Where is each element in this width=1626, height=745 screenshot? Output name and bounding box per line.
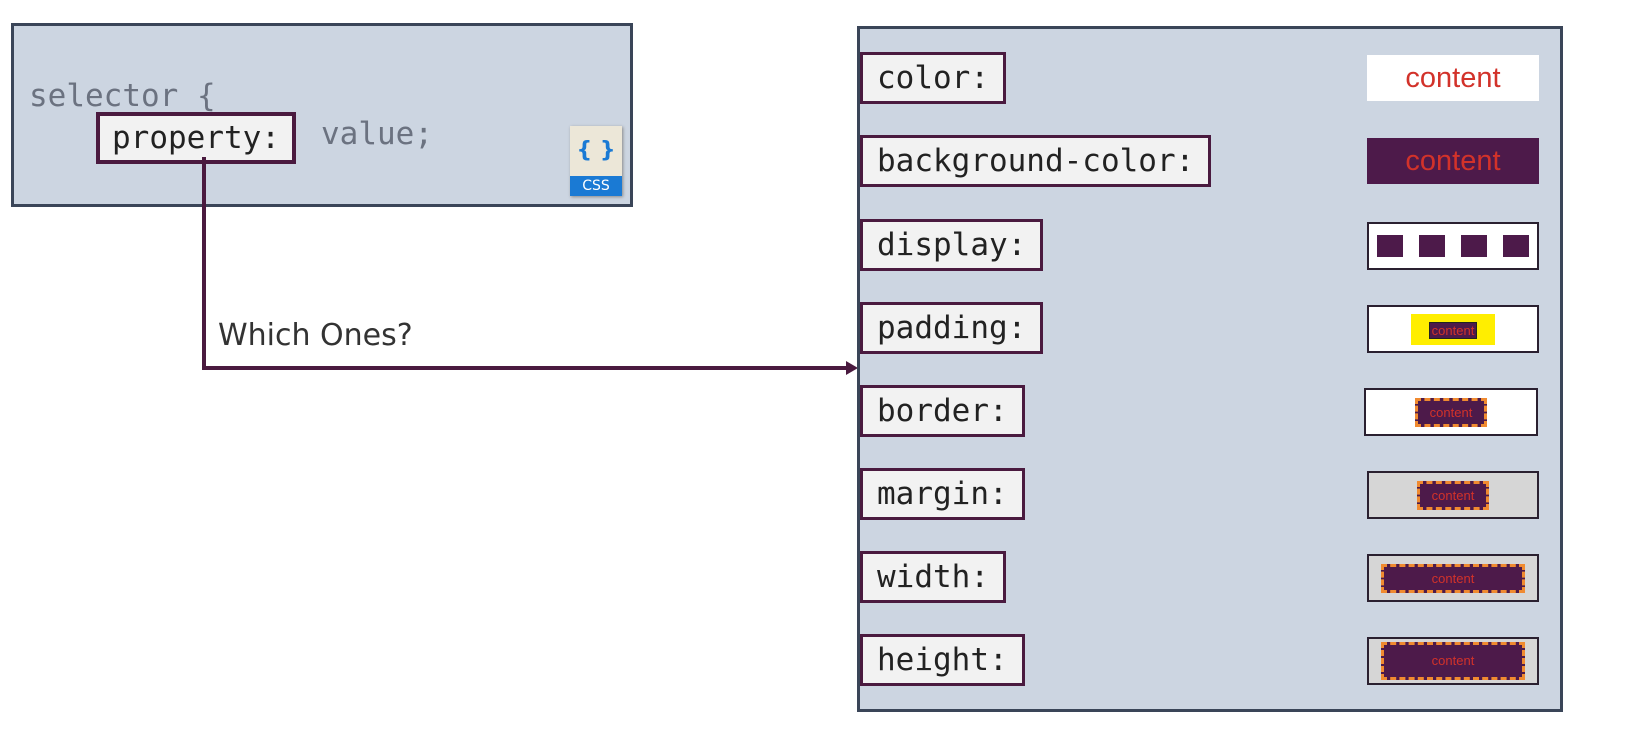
- demo-display: [1367, 222, 1539, 270]
- property-display: display:: [860, 219, 1044, 271]
- demo-text: content: [1416, 480, 1490, 510]
- padding-area: content: [1410, 313, 1496, 345]
- demo-margin: content: [1367, 471, 1539, 519]
- css-file-icon: { } CSS: [570, 126, 622, 196]
- demo-text: content: [1405, 144, 1501, 177]
- css-syntax-box: selector { property: value; { } CSS: [11, 23, 633, 207]
- connector-label: Which Ones?: [218, 318, 413, 353]
- demo-width: content: [1367, 554, 1539, 602]
- demo-text: content: [1405, 61, 1501, 94]
- demo-text: content: [1381, 642, 1525, 680]
- css-icon-label: CSS: [570, 176, 622, 196]
- connector-horizontal: [202, 366, 848, 370]
- demo-height: content: [1367, 637, 1539, 685]
- block-icon: [1377, 235, 1403, 257]
- demo-text: content: [1428, 321, 1478, 339]
- demo-text: content: [1381, 563, 1525, 593]
- demo-border: content: [1364, 388, 1538, 436]
- block-icon: [1461, 235, 1487, 257]
- demo-text: content: [1414, 397, 1488, 427]
- connector-vertical: [202, 157, 206, 370]
- block-icon: [1419, 235, 1445, 257]
- arrow-head-icon: [846, 361, 858, 375]
- demo-background-color: content: [1367, 138, 1539, 184]
- value-text: value;: [321, 116, 433, 152]
- selector-text: selector {: [29, 78, 216, 114]
- property-height: height:: [860, 634, 1025, 686]
- property-border: border:: [860, 385, 1025, 437]
- property-margin: margin:: [860, 468, 1025, 520]
- demo-padding: content: [1367, 305, 1539, 353]
- properties-panel: color: content background-color: content…: [857, 26, 1563, 712]
- property-background-color: background-color:: [860, 135, 1212, 187]
- demo-color: content: [1367, 55, 1539, 101]
- property-padding: padding:: [860, 302, 1044, 354]
- braces-glyph: { }: [576, 138, 616, 163]
- property-highlight: property:: [96, 112, 296, 164]
- block-icon: [1503, 235, 1529, 257]
- property-color: color:: [860, 52, 1006, 104]
- property-width: width:: [860, 551, 1006, 603]
